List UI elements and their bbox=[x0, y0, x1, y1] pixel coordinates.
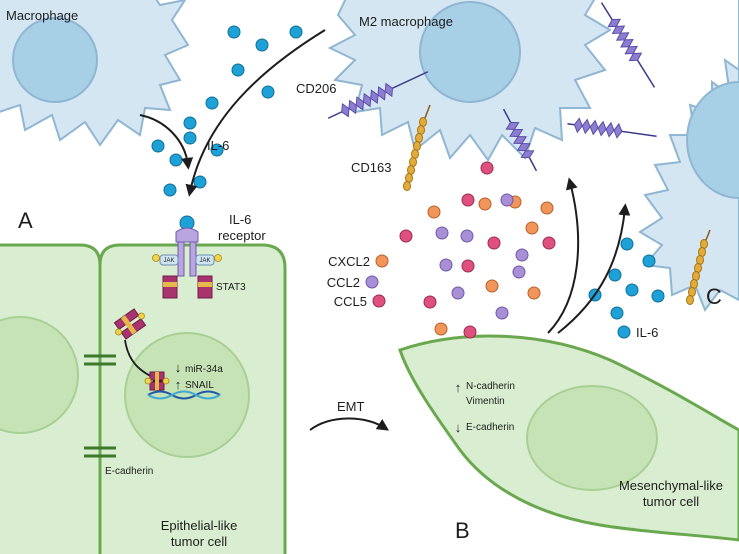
il6-legend-label: IL-6 bbox=[636, 325, 658, 340]
cd206-receptors bbox=[327, 2, 657, 172]
chemokine-legend: CXCL2 CCL2 CCL5 bbox=[327, 254, 389, 309]
il6-receptor-label-2: receptor bbox=[218, 228, 266, 243]
panel-a-label: A bbox=[18, 208, 33, 233]
jak-left-label: JAK bbox=[163, 258, 174, 264]
macrophage-right bbox=[638, 0, 739, 313]
ccl5-molecules bbox=[399, 161, 556, 339]
emt-label: EMT bbox=[337, 399, 365, 414]
e-cadherin-mesenchymal-label: E-cadherin bbox=[466, 422, 514, 433]
down-arrow-icon: ↓ bbox=[175, 360, 182, 375]
cd163-receptor bbox=[403, 104, 431, 191]
mesenchymal-tumor-cell bbox=[398, 334, 739, 542]
up-arrow-icon: ↑ bbox=[455, 380, 462, 395]
epithelial-nucleus-left bbox=[0, 316, 79, 434]
dna-icon bbox=[147, 390, 221, 400]
il6-receptor: JAK JAK bbox=[152, 215, 222, 299]
cd206-receptor bbox=[502, 108, 538, 172]
cd206-receptor bbox=[567, 117, 657, 139]
il6-label: IL-6 bbox=[207, 138, 229, 153]
up-arrow-icon: ↑ bbox=[175, 377, 182, 392]
macrophage-nucleus bbox=[12, 17, 98, 103]
macrophage bbox=[0, 0, 190, 147]
cxcl2-label: CXCL2 bbox=[328, 254, 370, 269]
m2-macrophage-label: M2 macrophage bbox=[359, 14, 453, 29]
down-arrow-icon: ↓ bbox=[455, 420, 462, 435]
cd206-receptor bbox=[327, 71, 429, 119]
jak-right-label: JAK bbox=[199, 258, 210, 264]
epithelial-nucleus-right bbox=[124, 332, 250, 458]
mesenchymal-nucleus bbox=[526, 385, 658, 491]
m2-macrophage-nucleus bbox=[419, 1, 521, 103]
vimentin-label: Vimentin bbox=[466, 396, 505, 407]
stat3-dimer-icon bbox=[162, 275, 213, 299]
ccl5-label: CCL5 bbox=[334, 294, 367, 309]
panel-b-label: B bbox=[455, 518, 470, 543]
snail-label: SNAIL bbox=[185, 380, 214, 391]
chemokine-cluster bbox=[399, 161, 556, 339]
epithelial-cell-label: Epithelial-like bbox=[161, 518, 238, 533]
e-cadherin-junction-label: E-cadherin bbox=[105, 466, 153, 477]
il6-molecules-right bbox=[588, 237, 665, 320]
n-cadherin-label: N-cadherin bbox=[466, 381, 515, 392]
mir34a-label: miR-34a bbox=[185, 364, 223, 375]
mesenchymal-cell-label: Mesenchymal-like bbox=[619, 478, 723, 493]
il6-receptor-label: IL-6 bbox=[229, 212, 251, 227]
cd206-label: CD206 bbox=[296, 81, 336, 96]
cd163-receptors bbox=[403, 104, 711, 305]
stat3-cytoplasm-icon bbox=[113, 308, 147, 340]
il6-legend-icon bbox=[617, 325, 631, 339]
recruitment-arrow-right bbox=[557, 203, 631, 334]
il6-secretion-arrow-2 bbox=[139, 114, 194, 170]
ccl2-molecules bbox=[435, 193, 529, 320]
cd163-receptor bbox=[686, 229, 711, 305]
panel-c-label: C bbox=[706, 284, 722, 309]
jak-right-icon bbox=[195, 254, 215, 266]
cxcl2-molecules bbox=[427, 195, 554, 336]
il6-molecules-top bbox=[151, 25, 303, 197]
ccl2-label: CCL2 bbox=[327, 275, 360, 290]
macrophage-right-nucleus bbox=[686, 81, 739, 199]
mesenchymal-cell-label-2: tumor cell bbox=[643, 494, 699, 509]
stat3-nucleus-icon bbox=[144, 371, 170, 391]
il6-secretion-arrow bbox=[185, 29, 326, 197]
epithelial-tumor-cells bbox=[0, 243, 287, 554]
jak-left-icon bbox=[159, 254, 179, 266]
m2-macrophage bbox=[327, 0, 612, 162]
recruitment-arrow-left bbox=[547, 177, 580, 334]
emt-arrow bbox=[309, 417, 390, 431]
stat3-label: STAT3 bbox=[216, 282, 246, 293]
macrophage-label: Macrophage bbox=[6, 8, 78, 23]
cd163-label: CD163 bbox=[351, 160, 391, 175]
cd206-receptor bbox=[600, 2, 656, 88]
epithelial-cell-label-2: tumor cell bbox=[171, 534, 227, 549]
e-cadherin-junction bbox=[84, 354, 116, 458]
